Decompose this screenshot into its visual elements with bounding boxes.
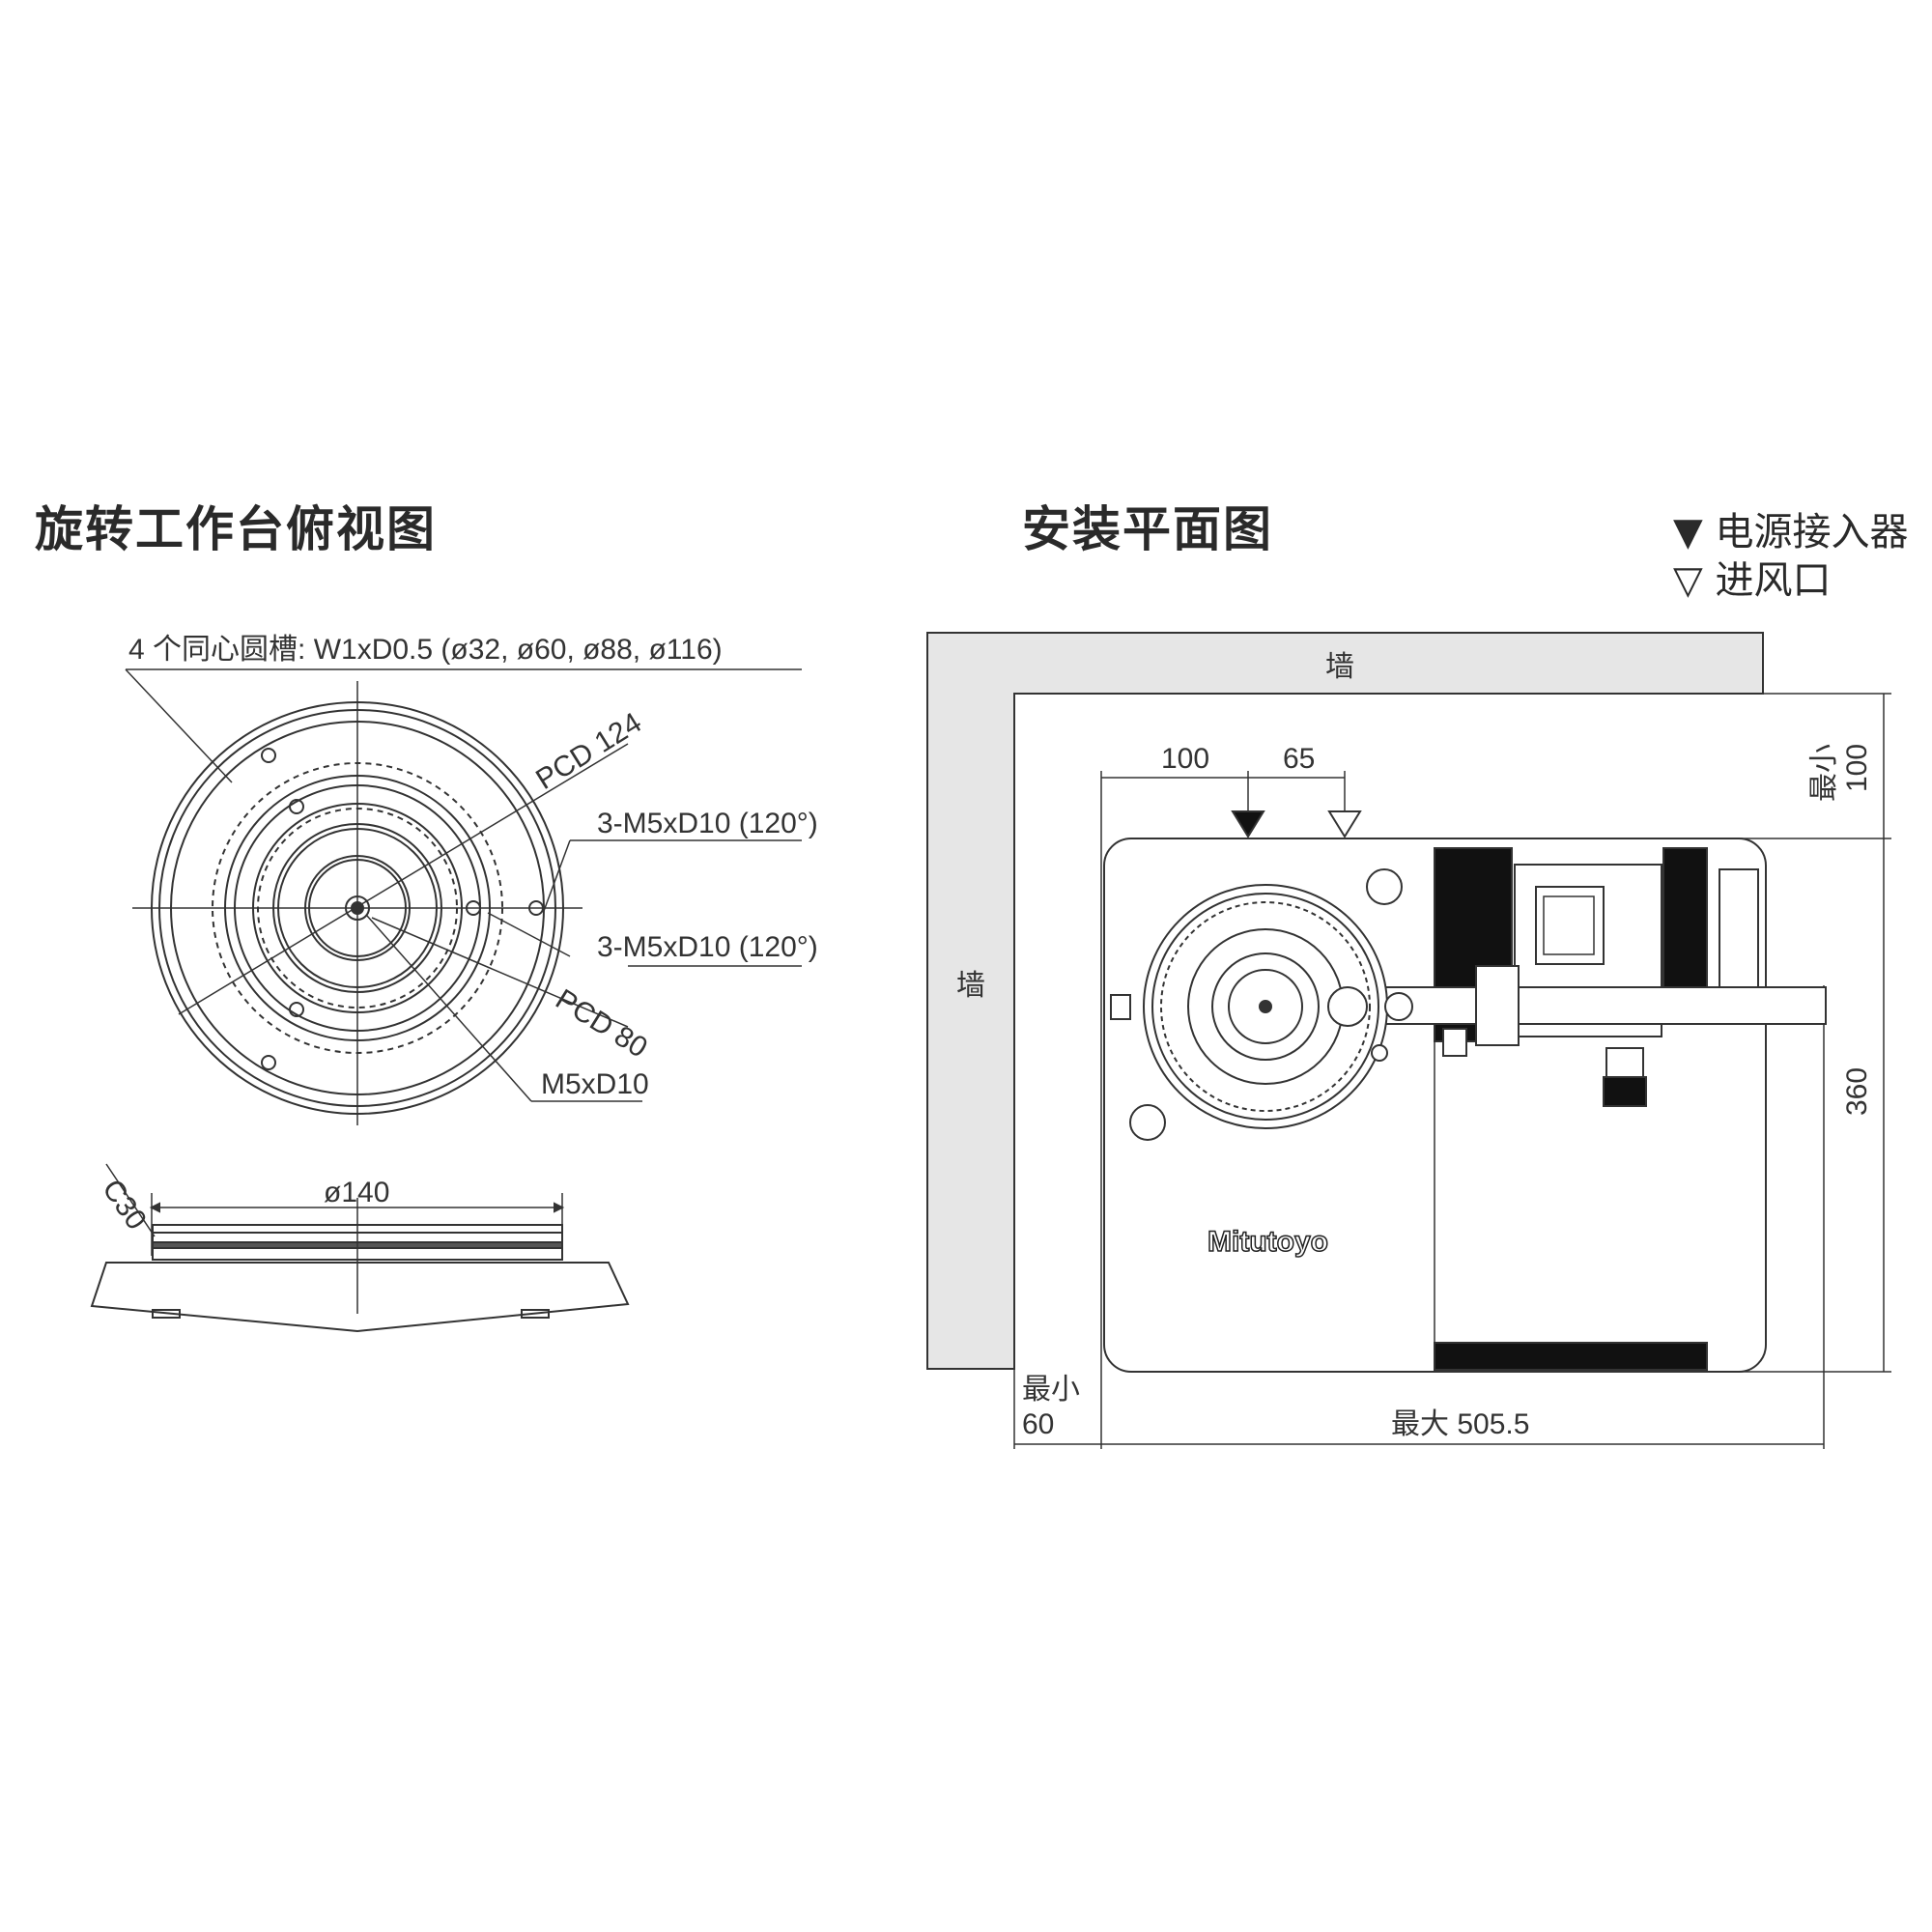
legend-power-inlet-label: 电源接入器 (1715, 510, 1909, 554)
dim-min-bottom-label: 最小 (1022, 1374, 1080, 1406)
dim-min-right-value: 100 (1841, 744, 1873, 792)
rotary-table-top-view-title: 旋转工作台俯视图 (35, 501, 437, 557)
dim-65-label: 65 (1283, 743, 1315, 775)
tap-lower-label: 3-M5xD10 (120°) (597, 931, 818, 963)
wall-left-label: 墙 (956, 970, 985, 1002)
outline-triangle-icon: ▽ (1673, 558, 1703, 603)
wall-top-label: 墙 (1325, 651, 1354, 683)
rotary-table-side-view (90, 1163, 630, 1333)
rotary-table-top-view (125, 668, 802, 1125)
legend-air-inlet-label: 进风口 (1715, 558, 1832, 603)
dim-min-bottom-value: 60 (1022, 1408, 1054, 1440)
installation-plan (926, 632, 1891, 1449)
dim-min-right-label: 最小 (1808, 744, 1840, 802)
dim-360-label: 360 (1841, 1067, 1873, 1116)
groove-note-label: 4 个同心圆槽: W1xD0.5 (ø32, ø60, ø88, ø116) (128, 634, 723, 666)
dim-max-label: 最大 505.5 (1391, 1408, 1529, 1440)
legend-power-inlet: ▼ 电源接入器 (1673, 500, 1908, 556)
pcd-124-label: PCD 124 (530, 706, 647, 795)
pcd-80-label: PCD 80 (550, 983, 653, 1065)
dim-100-top-label: 100 (1161, 743, 1209, 775)
filled-triangle-icon: ▼ (1673, 510, 1703, 554)
brand-logo: Mitutoyo (1208, 1226, 1328, 1258)
diameter-label: ø140 (324, 1177, 389, 1208)
chamfer-label: C30 (96, 1174, 153, 1236)
installation-plan-title: 安装平面图 (1022, 501, 1273, 557)
legend-air-inlet: ▽ 进风口 (1673, 549, 1831, 605)
center-tap-label: M5xD10 (541, 1068, 649, 1100)
tap-upper-label: 3-M5xD10 (120°) (597, 808, 818, 839)
